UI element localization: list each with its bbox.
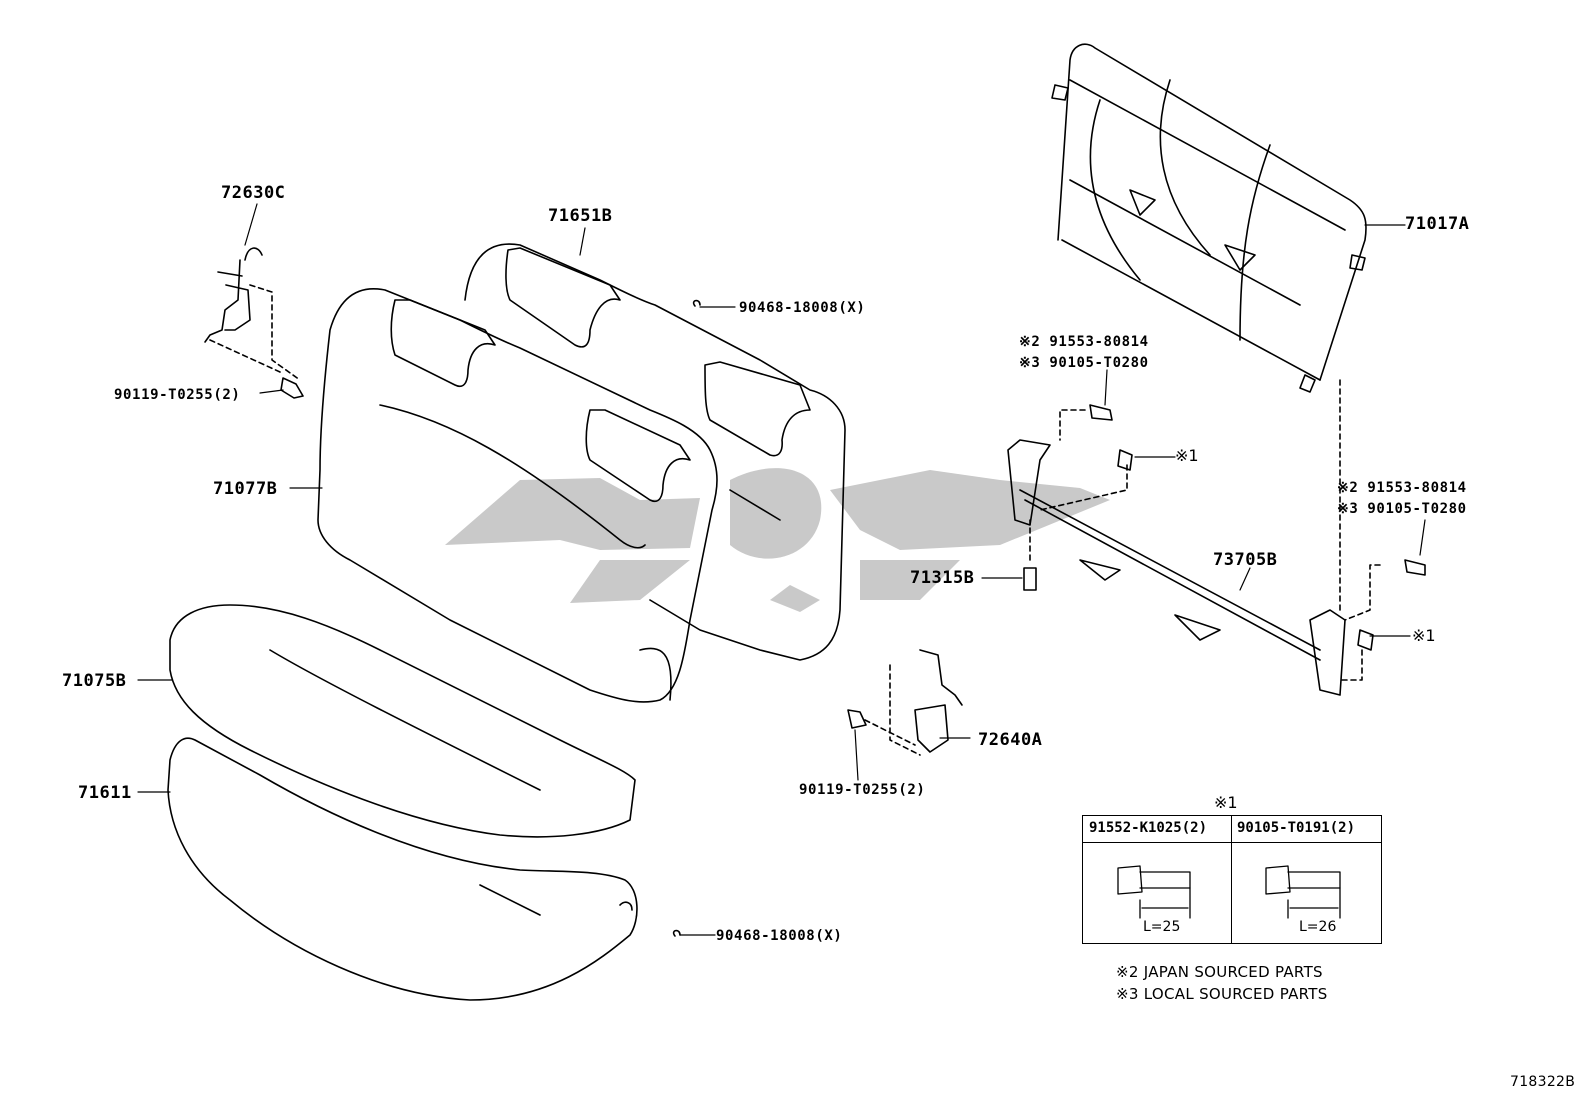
label-71017a: 71017A xyxy=(1405,214,1470,234)
label-mark1-bottom: ※1 xyxy=(1412,626,1436,645)
leader-lines xyxy=(137,203,1426,936)
note-japan-sourced: ※2 JAPAN SOURCED PARTS xyxy=(1116,963,1323,981)
table-col2-length: L=26 xyxy=(1299,919,1337,935)
label-71075b: 71075B xyxy=(62,671,127,691)
label-90468-bottom: 90468-18008(X) xyxy=(716,928,843,944)
label-72640a: 72640A xyxy=(978,730,1043,750)
hinge-72630c xyxy=(204,247,301,381)
label-mark1-top: ※1 xyxy=(1175,446,1199,465)
label-72630c: 72630C xyxy=(221,183,286,203)
table-divider xyxy=(1231,816,1232,943)
connector-lines xyxy=(1029,379,1381,681)
table-header xyxy=(1083,816,1381,843)
label-90105-local-2: ※3 90105-T0280 xyxy=(1337,501,1467,517)
seatback-71651b xyxy=(464,243,846,661)
label-71315b: 71315B xyxy=(910,568,975,588)
bolt-90119-left xyxy=(280,377,304,399)
label-91553-japan-1: ※2 91553-80814 xyxy=(1019,334,1149,350)
table-bolt-sketches xyxy=(1117,865,1341,919)
table-col2-part: 90105-T0191(2) xyxy=(1237,820,1356,836)
clip-90468-bottom xyxy=(672,929,681,937)
label-90468-top: 90468-18008(X) xyxy=(739,300,866,316)
bar-73705b xyxy=(1007,439,1346,696)
cushion-pad-71611 xyxy=(167,737,638,1001)
watermark-logo xyxy=(445,468,1110,612)
label-71651b: 71651B xyxy=(548,206,613,226)
bolt-90119-right xyxy=(847,709,867,729)
bolts-right xyxy=(1023,404,1426,651)
frame-71017a xyxy=(1051,43,1367,393)
label-90105-local-1: ※3 90105-T0280 xyxy=(1019,355,1149,371)
label-71611: 71611 xyxy=(78,783,132,803)
seatback-71077b xyxy=(317,288,718,703)
label-71077b: 71077B xyxy=(213,479,278,499)
table-col1-part: 91552-K1025(2) xyxy=(1089,820,1208,836)
bolt-spec-table: 91552-K1025(2) 90105-T0191(2) L=25 L=26 xyxy=(1082,815,1382,944)
note-local-sourced: ※3 LOCAL SOURCED PARTS xyxy=(1116,985,1328,1003)
table-col1-length: L=25 xyxy=(1143,919,1181,935)
label-90119-right: 90119-T0255(2) xyxy=(799,782,926,798)
hinge-72640a xyxy=(864,649,963,756)
label-90119-left: 90119-T0255(2) xyxy=(114,387,241,403)
diagram-id: 718322B xyxy=(1510,1074,1576,1090)
label-91553-japan-2: ※2 91553-80814 xyxy=(1337,480,1467,496)
clip-90468-top xyxy=(692,299,701,307)
label-73705b: 73705B xyxy=(1213,550,1278,570)
seat-cushion-71075b xyxy=(169,604,636,838)
table-marker: ※1 xyxy=(1214,793,1238,812)
